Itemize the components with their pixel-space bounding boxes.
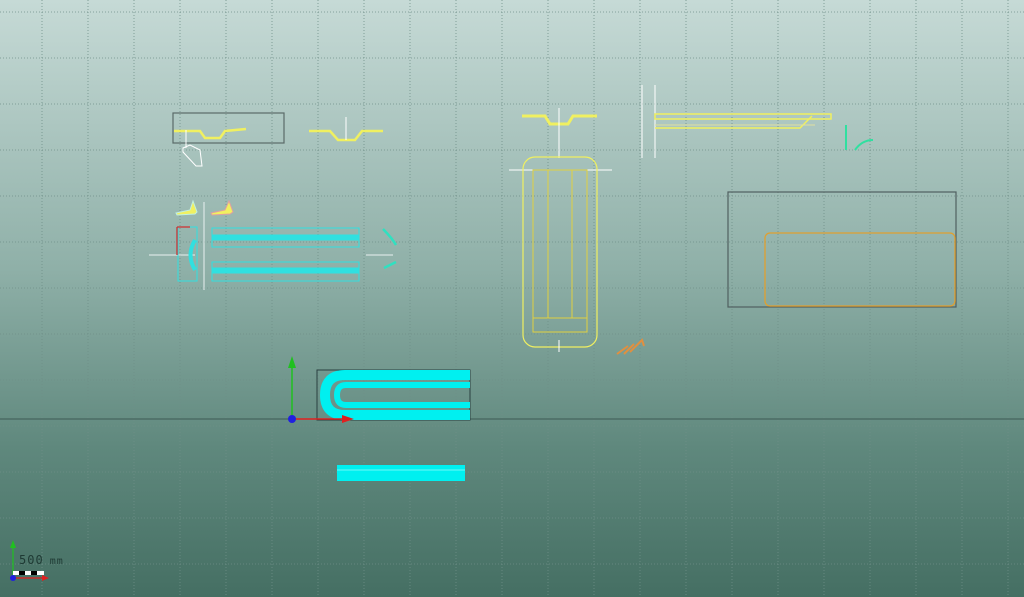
origin-triad xyxy=(288,356,354,423)
edge-profile[interactable] xyxy=(382,228,398,270)
scale-value: 500 xyxy=(19,553,44,567)
plan-view-channels[interactable] xyxy=(176,226,360,282)
profile-detail-2[interactable] xyxy=(210,199,234,216)
flat-strip-part[interactable] xyxy=(337,465,465,481)
scale-bar-label: 500 mm xyxy=(19,553,64,567)
small-part-cluster[interactable] xyxy=(616,338,645,355)
section-view-2[interactable] xyxy=(309,117,383,142)
z-axis-dot-icon xyxy=(288,415,296,423)
u-channel-part[interactable] xyxy=(316,369,471,421)
bounding-frame-view[interactable] xyxy=(727,191,957,308)
y-axis-arrow-icon xyxy=(288,356,296,368)
scale-bar xyxy=(10,540,49,581)
profile-detail-1[interactable] xyxy=(175,199,198,216)
scale-unit: mm xyxy=(49,556,64,567)
x-axis-arrow-icon xyxy=(342,415,354,423)
front-view-part[interactable] xyxy=(509,108,612,352)
side-view-part[interactable] xyxy=(641,85,874,158)
section-view-1[interactable] xyxy=(172,112,285,167)
